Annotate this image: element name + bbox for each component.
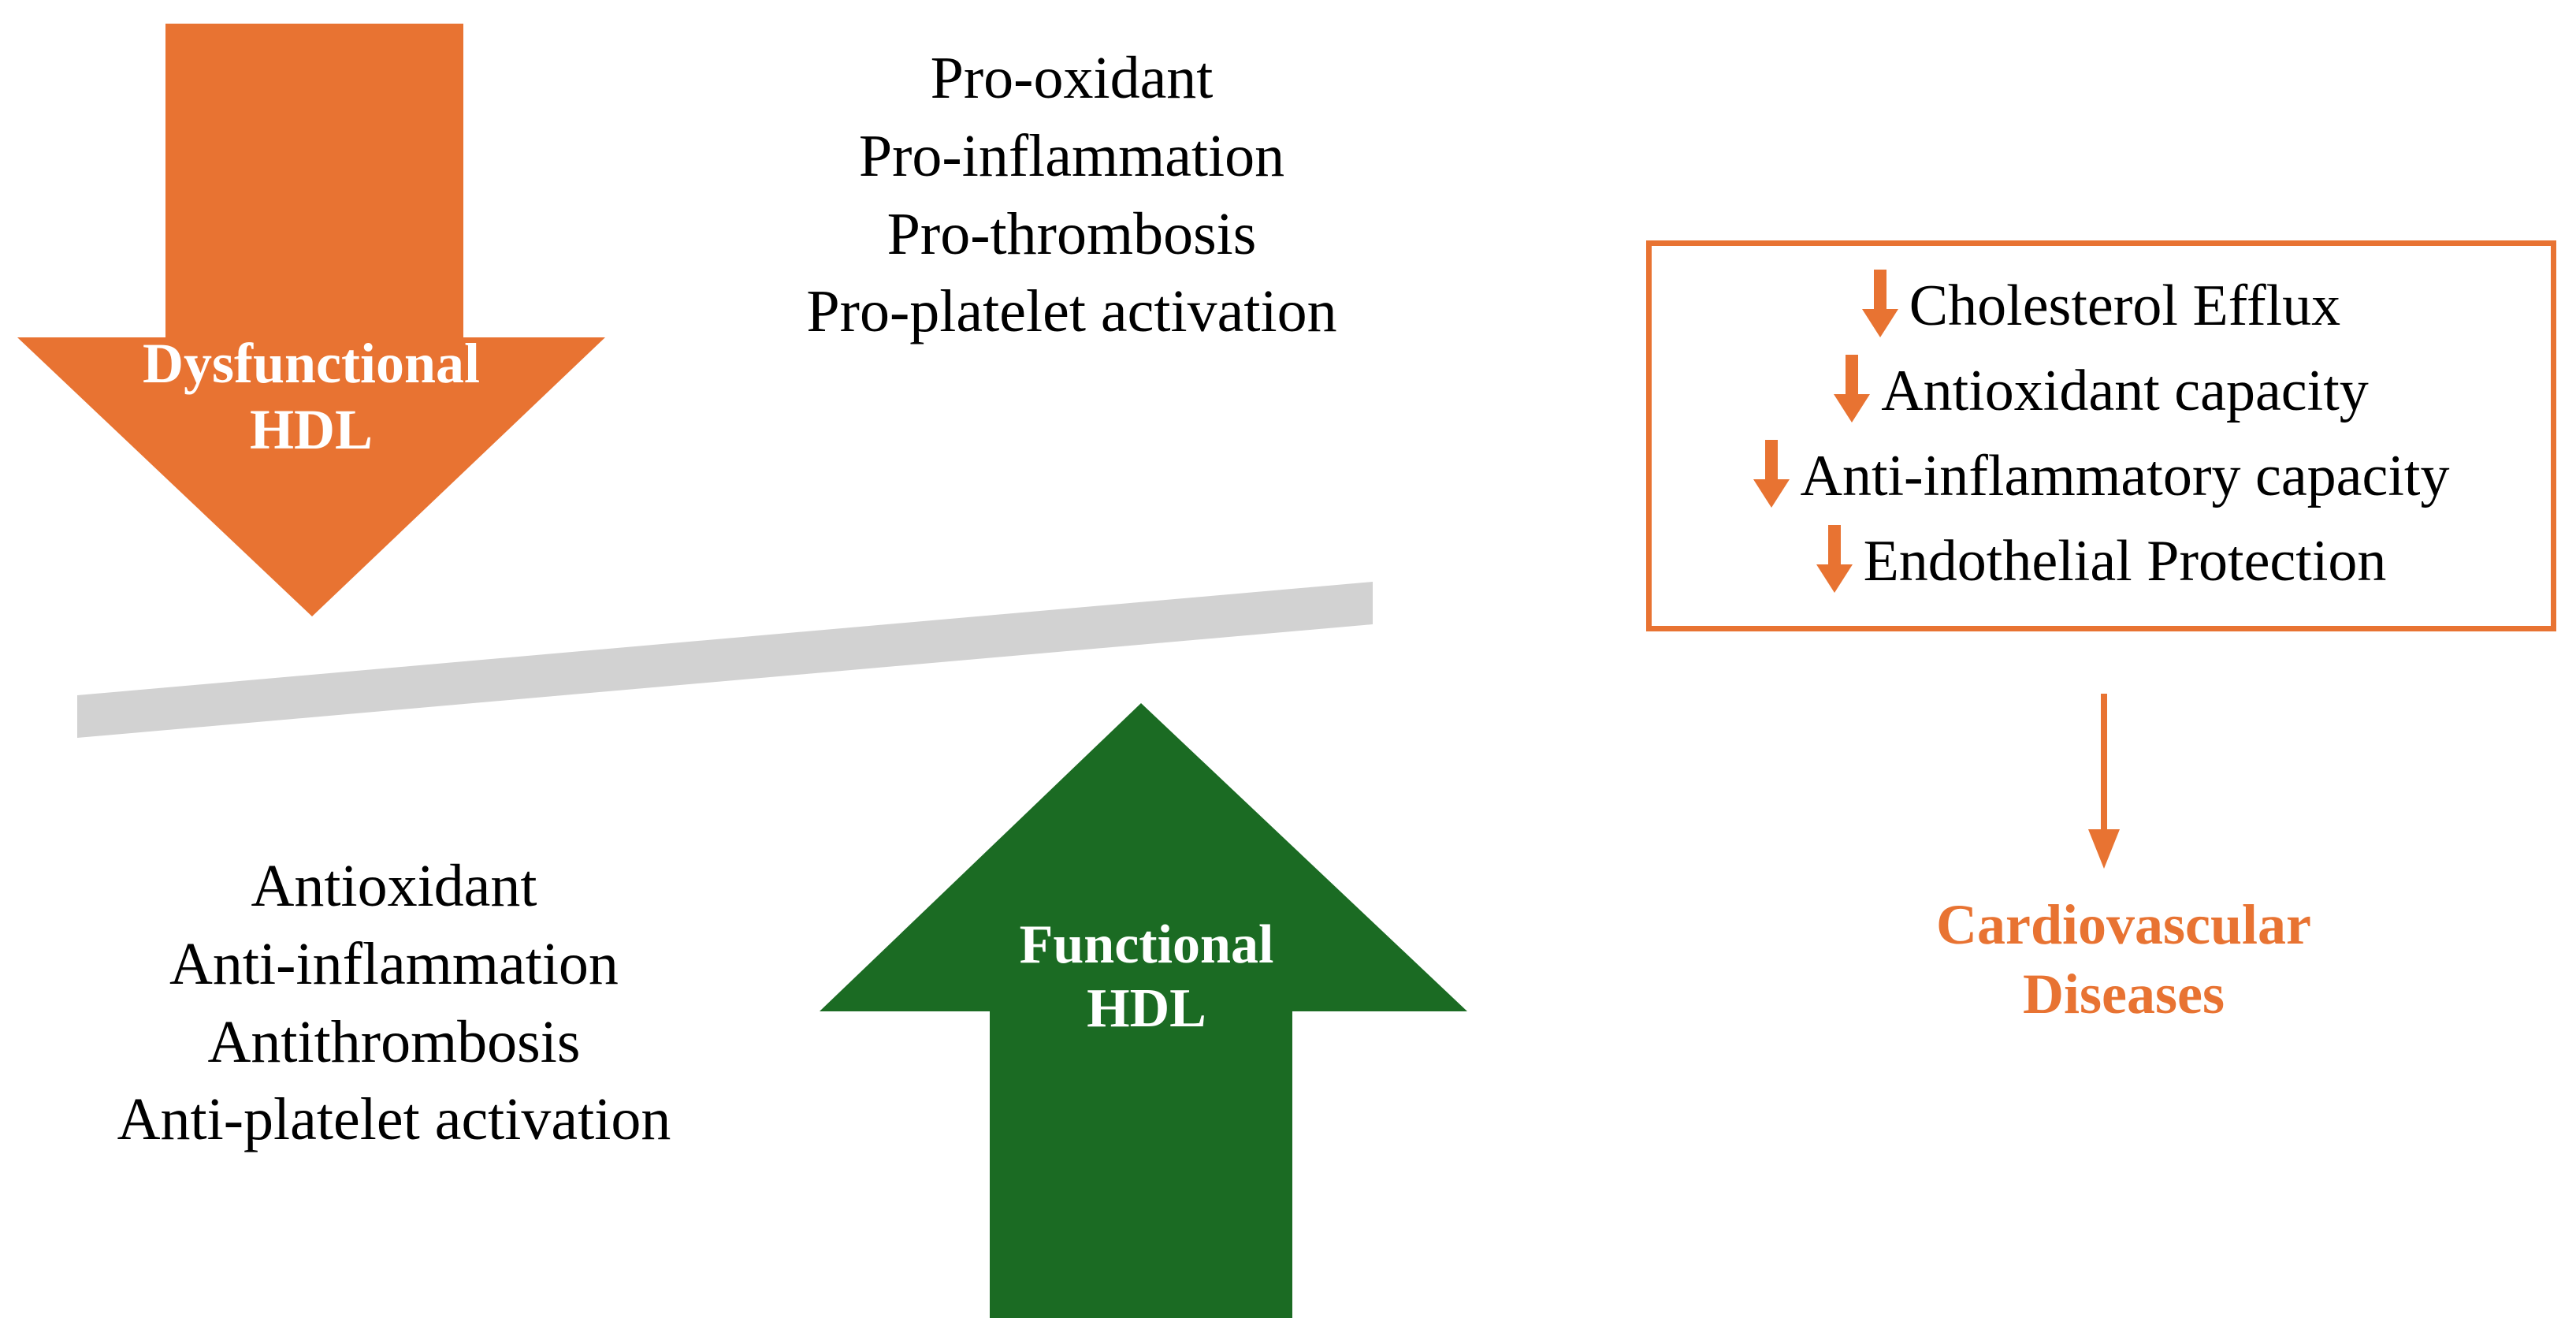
down-arrow-icon [1753, 439, 1790, 513]
balance-beam-icon [77, 582, 1373, 738]
functional-hdl-label-line-2: HDL [1087, 978, 1206, 1040]
balance-beam [63, 552, 1403, 765]
dysfunctional-effect-line: Pro-oxidant [930, 45, 1214, 111]
consequence-row: Cholesterol Efflux [1861, 263, 2341, 348]
cardiovascular-diseases-label: Cardiovascular Diseases [1879, 891, 2368, 1029]
up-arrow-icon [820, 703, 1467, 1318]
consequence-list: Cholesterol Efflux Antioxidant capacity … [1652, 263, 2551, 604]
down-arrow-icon [17, 24, 605, 616]
down-arrow-connector-icon [2088, 694, 2120, 869]
dysfunctional-effect-line: Pro-inflammation [858, 122, 1285, 189]
dysfunctional-hdl-label-line-2: HDL [249, 397, 374, 461]
consequence-label: Endothelial Protection [1863, 529, 2387, 594]
dysfunctional-effect-line: Pro-thrombosis [887, 200, 1257, 267]
functional-effect-line: Antioxidant [251, 853, 537, 919]
dysfunctional-effect-line: Pro-platelet activation [806, 278, 1337, 345]
down-arrow-icon [1816, 524, 1853, 598]
outcome-line-1: Cardiovascular [1936, 893, 2311, 956]
outcome-connector [2072, 694, 2136, 875]
consequence-row: Endothelial Protection [1816, 519, 2387, 604]
dysfunctional-effects-list: Pro-oxidant Pro-inflammation Pro-thrombo… [693, 39, 1450, 351]
dysfunctional-hdl-arrow: Dysfunctional HDL [0, 24, 623, 631]
functional-effect-line: Anti-platelet activation [117, 1086, 671, 1153]
functional-effect-line: Antithrombosis [207, 1008, 581, 1075]
consequence-row: Anti-inflammatory capacity [1753, 434, 2450, 519]
functional-hdl-label: Functional HDL [820, 913, 1474, 1041]
dysfunctional-hdl-label-line-1: Dysfunctional [142, 332, 481, 395]
consequence-row: Antioxidant capacity [1834, 348, 2369, 434]
dysfunctional-hdl-label: Dysfunctional HDL [0, 331, 623, 463]
consequence-label: Cholesterol Efflux [1909, 274, 2341, 338]
down-arrow-icon [1861, 269, 1898, 343]
down-arrow-icon [1834, 354, 1871, 428]
consequence-box: Cholesterol Efflux Antioxidant capacity … [1646, 240, 2556, 631]
outcome-line-2: Diseases [2023, 962, 2225, 1026]
consequence-label: Antioxidant capacity [1881, 359, 2369, 423]
consequence-label: Anti-inflammatory capacity [1800, 444, 2450, 508]
functional-effect-line: Anti-inflammation [169, 930, 619, 997]
functional-hdl-label-line-1: Functional [1019, 914, 1274, 975]
functional-hdl-arrow: Functional HDL [820, 694, 1474, 1318]
functional-effects-list: Antioxidant Anti-inflammation Antithromb… [16, 847, 772, 1159]
